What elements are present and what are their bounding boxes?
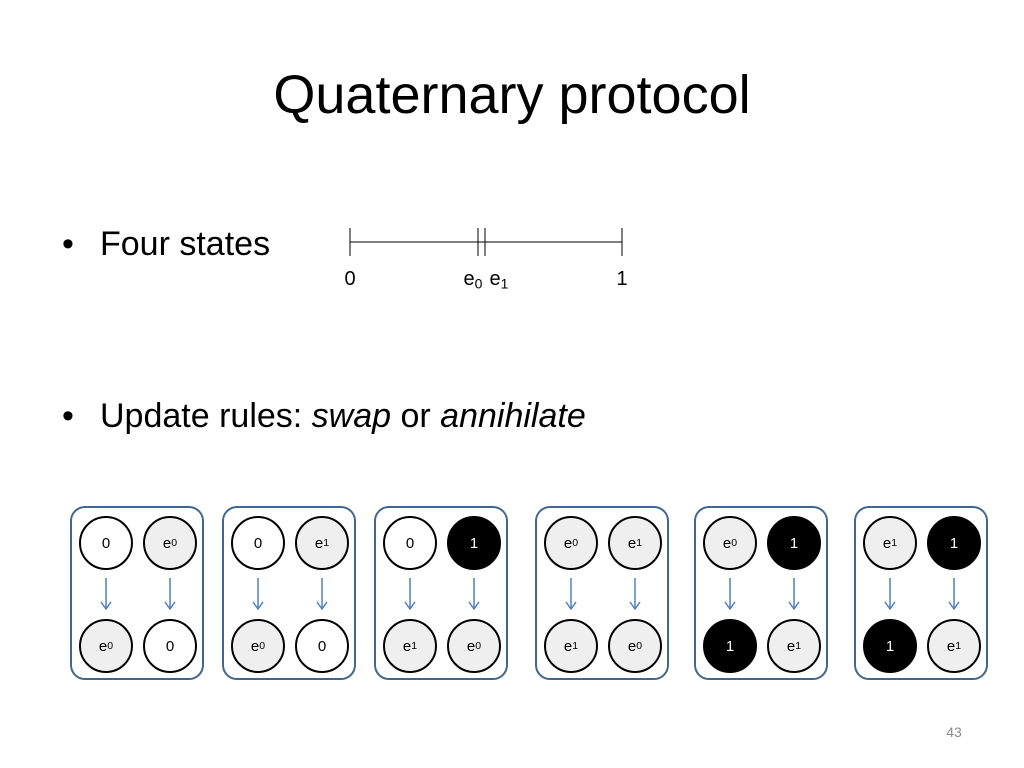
bullet-prefix: Update rules:	[100, 397, 312, 435]
number-line	[349, 228, 623, 256]
bullet-annihilate: annihilate	[440, 397, 586, 435]
bullet-text: Four states	[100, 225, 271, 263]
down-arrow-icon	[884, 578, 896, 611]
state-node: 0	[295, 619, 349, 673]
down-arrow-icon	[404, 578, 416, 611]
state-node: 1	[767, 516, 821, 570]
state-node: 0	[79, 516, 133, 570]
number-line-label-e0: e0	[463, 268, 483, 292]
down-arrow-icon	[100, 578, 112, 611]
state-node: 1	[703, 619, 757, 673]
state-node: 1	[927, 516, 981, 570]
down-arrow-icon	[565, 578, 577, 611]
down-arrow-icon	[164, 578, 176, 611]
down-arrow-icon	[724, 578, 736, 611]
page-number: 43	[946, 724, 962, 740]
bullet-dot-icon: •	[62, 397, 74, 435]
down-arrow-icon	[788, 578, 800, 611]
number-line-label-one: 1	[616, 268, 628, 290]
number-line-label-zero: 0	[344, 268, 356, 290]
number-line-label-e1: e1	[489, 268, 509, 292]
bullet-four-states: • Four states	[62, 224, 270, 264]
bullet-dot-icon: •	[62, 225, 74, 263]
state-node: 0	[143, 619, 197, 673]
down-arrow-icon	[629, 578, 641, 611]
bullet-swap: swap	[311, 397, 392, 435]
down-arrow-icon	[948, 578, 960, 611]
state-node: 0	[383, 516, 437, 570]
state-node: 0	[231, 516, 285, 570]
down-arrow-icon	[468, 578, 480, 611]
state-node: 1	[863, 619, 917, 673]
bullet-joiner: or	[391, 397, 441, 435]
slide-title: Quaternary protocol	[273, 65, 751, 125]
down-arrow-icon	[316, 578, 328, 611]
bullet-update-rules: • Update rules: swap or annihilate	[62, 396, 586, 436]
state-node: 1	[447, 516, 501, 570]
down-arrow-icon	[252, 578, 264, 611]
